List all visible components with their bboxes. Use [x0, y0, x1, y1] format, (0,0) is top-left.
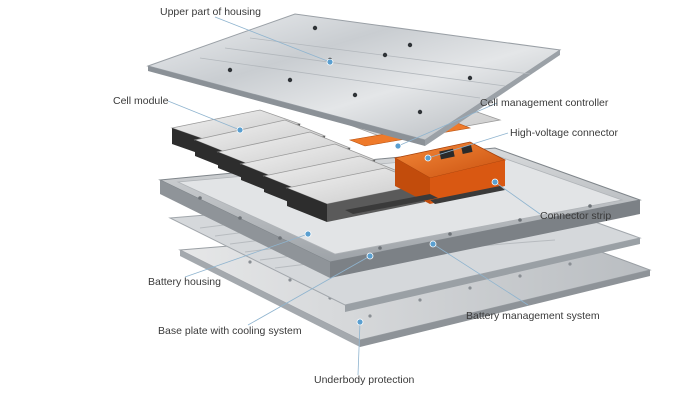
- upper-housing-lid: [146, 13, 562, 146]
- leader-connector-strip: [494, 181, 541, 215]
- label-base-plate-cooling: Base plate with cooling system: [158, 325, 302, 337]
- label-cell-module: Cell module: [113, 95, 169, 107]
- connector-strip: [345, 186, 505, 214]
- leader-cell-management-controller: [397, 102, 498, 147]
- leader-high-voltage-connector: [427, 132, 509, 159]
- label-underbody-protection: Underbody protection: [314, 374, 415, 386]
- leader-lines: [167, 16, 541, 376]
- leader-dots: [236, 58, 499, 326]
- leader-battery-management-system: [432, 243, 529, 306]
- leader-base-plate: [247, 255, 371, 326]
- leader-underbody-protection: [357, 321, 361, 376]
- leader-cell-module: [167, 100, 241, 131]
- label-connector-strip: Connector strip: [540, 210, 612, 222]
- leader-upper-housing: [214, 16, 331, 63]
- leader-battery-housing: [184, 233, 309, 278]
- label-cell-management-controller: Cell management controller: [480, 97, 609, 109]
- label-upper-housing: Upper part of housing: [160, 6, 261, 18]
- orange-high-voltage-unit: [393, 141, 507, 204]
- label-high-voltage-connector: High-voltage connector: [510, 127, 618, 139]
- label-battery-management-system: Battery management system: [466, 310, 600, 322]
- label-battery-housing: Battery housing: [148, 276, 221, 288]
